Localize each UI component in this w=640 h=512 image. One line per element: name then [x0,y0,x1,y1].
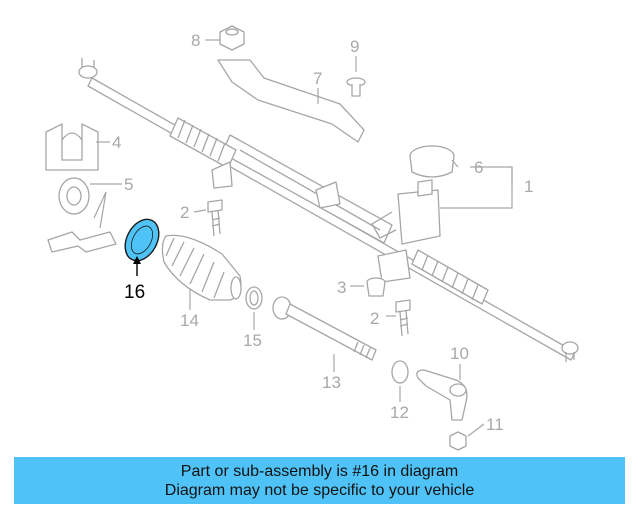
callout-11: 11 [486,415,504,434]
boot-clamp [245,286,263,310]
heat-shield [217,59,365,143]
o-ring [391,360,409,384]
pinion-cover [409,145,455,178]
highlighted-part-16 [124,218,160,262]
callout-2-upper: 2 [180,203,189,222]
callout-12: 12 [390,403,409,422]
callout-13: 13 [322,373,341,392]
rack-boot [161,234,242,301]
small-bushing [366,277,386,297]
bolt-lower [395,299,411,337]
rack-mount-left [211,161,233,189]
callout-10: 10 [450,344,469,363]
right-tie-rod-end [561,341,579,362]
banner-line-2: Diagram may not be specific to your vehi… [164,481,475,499]
callout-5: 5 [124,175,133,194]
rack-mount-center [315,181,341,209]
mounting-bushing [47,177,117,253]
parts-diagram: 1 2 2 3 4 5 6 7 8 9 10 11 12 13 14 15 16 [45,25,579,451]
bolt-upper [207,199,223,237]
mounting-clamp [45,123,99,171]
callout-3: 3 [337,278,346,297]
callout-14: 14 [180,311,199,330]
leader-lines [90,39,513,437]
callout-9: 9 [350,37,359,56]
callout-15: 15 [243,331,262,350]
info-banner: Part or sub-assembly is #16 in diagram D… [14,457,625,504]
callout-2-lower: 2 [370,309,379,328]
callout-8: 8 [191,31,200,50]
inner-tie-rod [272,296,377,361]
part-16-arrow [133,256,141,276]
outer-tie-rod-end [416,369,468,421]
nut [219,25,245,51]
callout-7: 7 [313,69,322,88]
clip [346,77,366,97]
banner-line-1: Part or sub-assembly is #16 in diagram [180,462,459,480]
castle-nut [449,431,467,451]
callout-6: 6 [474,158,483,177]
callout-1: 1 [524,177,533,196]
callout-16: 16 [124,282,145,303]
callout-4: 4 [112,133,121,152]
left-tie-rod-end [78,58,98,79]
right-rack-boot [411,249,489,305]
pinion-valve-housing [371,179,441,283]
